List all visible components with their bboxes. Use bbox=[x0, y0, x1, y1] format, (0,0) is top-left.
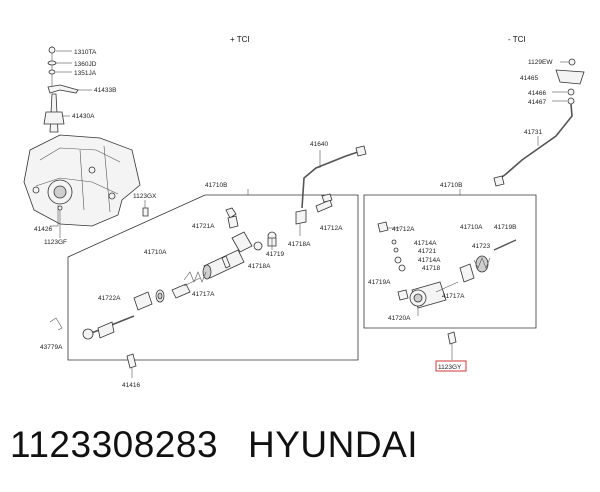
label-1123GY: 1123GY bbox=[438, 364, 462, 371]
label-41720A: 41720A bbox=[388, 315, 411, 322]
label-41426: 41426 bbox=[34, 226, 52, 233]
footer: 1123308283 HYUNDAI bbox=[10, 424, 448, 466]
label-41719B: 41719B bbox=[494, 224, 516, 231]
label-41710A-right: 41710A bbox=[460, 224, 483, 231]
label-43779A: 43779A bbox=[40, 344, 63, 351]
pedal-bracket bbox=[493, 58, 585, 187]
label-41719A: 41719A bbox=[368, 279, 391, 286]
label-41721: 41721 bbox=[418, 248, 436, 255]
label-41717A-right: 41717A bbox=[442, 293, 465, 300]
label-41710A: 41710A bbox=[144, 249, 167, 256]
label-41714A-2: 41714A bbox=[418, 257, 441, 264]
label-1310TA: 1310TA bbox=[74, 49, 97, 56]
right-box-title: 41710B bbox=[440, 182, 462, 189]
label-41465: 41465 bbox=[520, 75, 538, 82]
label-1123GX: 1123GX bbox=[133, 193, 157, 200]
label-41714A: 41714A bbox=[414, 240, 437, 247]
label-1123GF: 1123GF bbox=[44, 239, 67, 246]
label-41640: 41640 bbox=[310, 141, 328, 148]
label-41712A: 41712A bbox=[392, 226, 415, 233]
label-41467: 41467 bbox=[528, 99, 546, 106]
label-41466: 41466 bbox=[528, 90, 546, 97]
label-41718A: 41718A bbox=[248, 263, 271, 270]
label-41717A: 41717A bbox=[192, 291, 215, 298]
label-1129EW: 1129EW bbox=[528, 59, 553, 66]
label-41718: 41718 bbox=[422, 265, 440, 272]
label-41416: 41416 bbox=[122, 382, 140, 389]
left-cylinder-box bbox=[49, 189, 359, 378]
left-box-title: 41710B bbox=[205, 182, 227, 189]
label-41723: 41723 bbox=[472, 243, 490, 250]
brand-name: HYUNDAI bbox=[248, 424, 419, 465]
label-1360JD: 1360JD bbox=[74, 61, 97, 68]
transmission-assembly bbox=[23, 46, 141, 238]
highlight-box[interactable] bbox=[435, 360, 467, 372]
label-41721A: 41721A bbox=[192, 223, 215, 230]
clutch-tube bbox=[295, 145, 367, 236]
header-without-tci: - TCI bbox=[508, 35, 526, 44]
label-1351JA: 1351JA bbox=[74, 70, 97, 77]
label-41731: 41731 bbox=[524, 129, 542, 136]
label-41430A: 41430A bbox=[72, 113, 95, 120]
header-with-tci: + TCI bbox=[230, 35, 250, 44]
label-41433B: 41433B bbox=[94, 87, 116, 94]
right-cylinder-box bbox=[363, 189, 537, 360]
label-41718A-tube: 41718A bbox=[288, 241, 311, 248]
label-41719: 41719 bbox=[266, 251, 284, 258]
part-number: 1123308283 bbox=[10, 424, 219, 465]
label-41722A: 41722A bbox=[98, 295, 121, 302]
parts-diagram: + TCI - TCI 1310TA 1360JD 1351JA bbox=[23, 35, 585, 389]
label-41712A-tube: 41712A bbox=[320, 225, 343, 232]
